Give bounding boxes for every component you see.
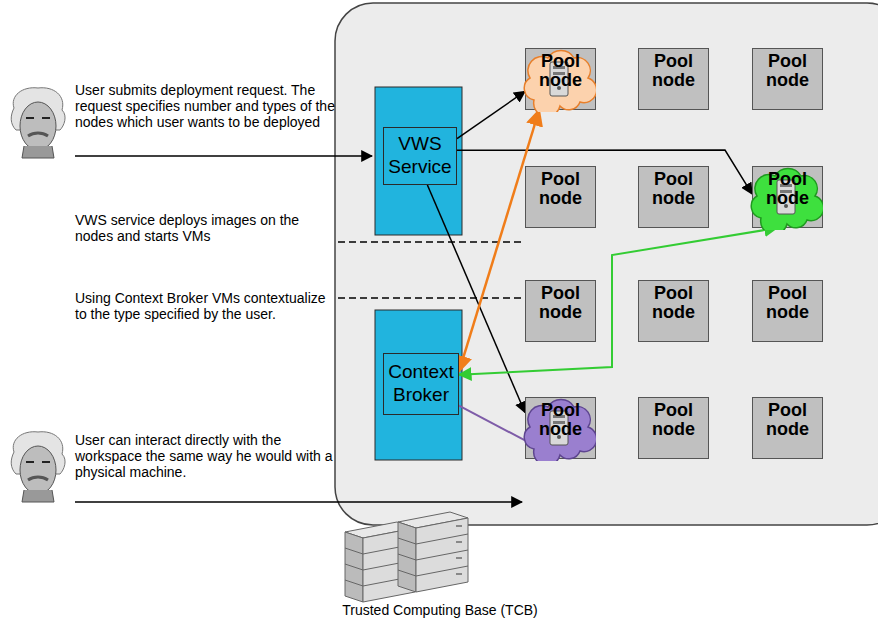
pool-node: Pool node	[525, 48, 596, 110]
pool-node: Pool node	[752, 397, 823, 459]
connector	[459, 406, 525, 441]
request-arrow	[75, 155, 372, 157]
node-label: Pool node	[526, 284, 595, 322]
connector	[457, 91, 525, 138]
pool-node: Pool node	[752, 48, 823, 110]
user-icon	[11, 432, 65, 502]
node-label: Pool node	[639, 170, 708, 208]
service-box: VWS Service	[383, 127, 457, 185]
server-rack	[345, 512, 468, 602]
node-label: Pool node	[753, 170, 822, 208]
user-icon	[11, 88, 65, 158]
cloud-region	[335, 3, 878, 525]
node-label: Pool node	[753, 284, 822, 322]
pool-node: Pool node	[638, 166, 709, 228]
node-label: Context Broker	[387, 361, 455, 407]
pool-node: Pool node	[525, 166, 596, 228]
node-label: Pool node	[639, 401, 708, 439]
service-box: Context Broker	[383, 353, 459, 415]
node-label: Pool node	[526, 401, 595, 439]
node-label: Pool node	[753, 401, 822, 439]
step-note: VWS service deploys images on the nodes …	[75, 212, 335, 244]
pool-node: Pool node	[525, 397, 596, 459]
service-panel	[375, 87, 462, 235]
pool-node: Pool node	[638, 48, 709, 110]
pool-node: Pool node	[525, 280, 596, 342]
tcb-caption: Trusted Computing Base (TCB)	[310, 602, 570, 618]
node-label: Pool node	[639, 284, 708, 322]
pool-node: Pool node	[638, 280, 709, 342]
step-note: Using Context Broker VMs contextualize t…	[75, 290, 335, 322]
node-label: Pool node	[753, 52, 822, 90]
pool-node: Pool node	[752, 280, 823, 342]
node-label: Pool node	[639, 52, 708, 90]
node-label: VWS Service	[387, 133, 453, 179]
step-note: User can interact directly with the work…	[75, 432, 335, 480]
step-note: User submits deployment request. The req…	[75, 82, 335, 130]
leader-line	[338, 297, 522, 299]
interact-arrow	[75, 501, 522, 503]
pool-node: Pool node	[752, 166, 823, 228]
pool-node: Pool node	[638, 397, 709, 459]
service-panel	[375, 310, 462, 460]
node-label: Pool node	[526, 170, 595, 208]
leader-line	[338, 241, 522, 243]
connector	[459, 228, 777, 375]
node-label: Pool node	[526, 52, 595, 90]
